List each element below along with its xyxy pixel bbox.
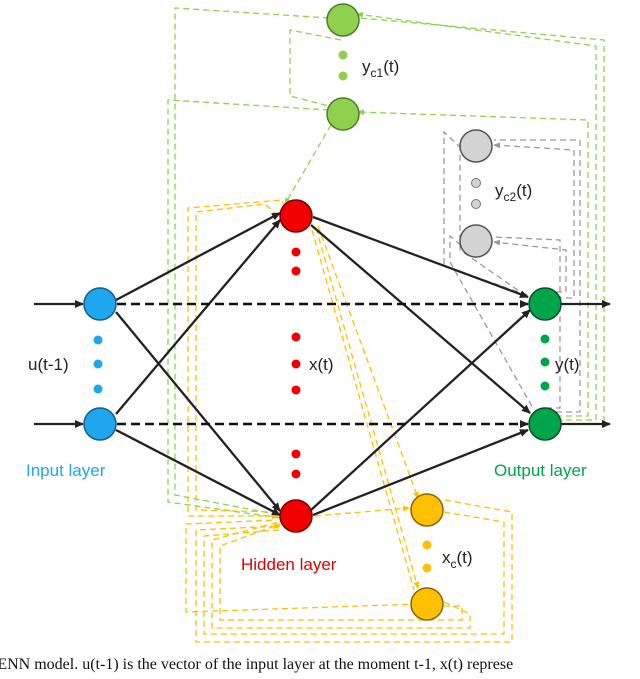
- figure-caption: l FENN model. u(t-1) is the vector of th…: [0, 656, 514, 673]
- ctx1-dot-2: [338, 71, 348, 81]
- edge-h1-out2: [310, 224, 531, 414]
- ctx2-node-2: [459, 224, 493, 258]
- input-dot-1: [93, 335, 103, 345]
- input-layer-nodes: [83, 287, 117, 441]
- hidden-layer-nodes: [279, 199, 313, 533]
- ctx2-label-sub: c2: [504, 190, 517, 204]
- hidden-dot-5: [291, 385, 301, 395]
- link-hidden-top-to-ctx-bottom: [315, 227, 420, 589]
- link-hidden-bottom-to-ctx-top: [314, 505, 410, 517]
- ctx2-node-1: [459, 129, 493, 163]
- ctxh-label-base: x: [442, 548, 451, 567]
- link-output-to-ctx1-top: [356, 11, 597, 421]
- ctx2-dot-2: [471, 199, 481, 209]
- ctx2-dot-1: [471, 178, 481, 188]
- ctxh-label-tail: (t): [457, 548, 473, 567]
- link-output-to-ctx1-top-b: [359, 17, 605, 425]
- output-node-2: [528, 407, 562, 441]
- link-ctx-bottom-loop-b: [219, 523, 463, 621]
- context-output1-label: yc1(t): [362, 57, 399, 80]
- context-hidden-label: xc(t): [442, 548, 473, 571]
- output-vector-label: y(t): [555, 355, 580, 374]
- link-output-to-ctx1-low: [357, 109, 589, 417]
- input-output-edges: [117, 300, 529, 428]
- link-ctx1-to-hidden-top: [284, 124, 332, 205]
- link-output-to-ctx2-top-b: [494, 139, 581, 413]
- ctx1-label-sub: c1: [371, 66, 384, 80]
- link-ctx1-chain: [289, 29, 342, 107]
- edge-in2-h1: [115, 219, 281, 415]
- input-dot-2: [93, 359, 103, 369]
- context-hidden-nodes: [410, 493, 444, 621]
- link-output-to-ctx2-low-b: [493, 236, 561, 409]
- ctxh-label-sub: c: [451, 557, 457, 571]
- link-ctx2-to-output-b: [449, 234, 535, 411]
- context-output2-label: yc2(t): [495, 181, 532, 204]
- ctx1-label-tail: (t): [383, 57, 399, 76]
- output-dot-2: [540, 357, 550, 367]
- context-output1-links: [167, 7, 605, 519]
- edge-in2-h2: [115, 428, 281, 517]
- output-layer-label: Output layer: [494, 461, 587, 480]
- hidden-output-edges: [310, 215, 531, 517]
- input-hidden-edges: [115, 211, 281, 517]
- output-layer-nodes: [528, 287, 562, 441]
- ctx1-node-2: [326, 97, 360, 131]
- edge-h2-out1: [310, 309, 531, 511]
- hidden-dot-7: [291, 469, 301, 479]
- input-node-1: [83, 287, 117, 321]
- output-dot-1: [540, 334, 550, 344]
- link-output-to-ctx2-top: [493, 142, 575, 299]
- context-hidden-links: [185, 199, 513, 643]
- link-ctx-to-hidden-top-a: [187, 199, 292, 519]
- edge-h1-out1: [312, 215, 529, 299]
- ctx2-label-tail: (t): [516, 181, 532, 200]
- link-ctx-bottom-side: [185, 519, 419, 613]
- output-dot-3: [540, 381, 550, 391]
- hidden-dot-1: [291, 247, 301, 257]
- link-ctx-top-loop-b: [203, 511, 505, 635]
- ctx1-node-1: [326, 3, 360, 37]
- hidden-node-1: [279, 199, 313, 233]
- link-ctx1-top-to-hidden: [174, 7, 330, 517]
- link-ctx1-left-route: [167, 99, 330, 519]
- ctx2-label-base: y: [495, 181, 504, 200]
- hidden-node-2: [279, 499, 313, 533]
- link-hidden-top-to-ctx-top: [317, 225, 419, 499]
- ctx1-dot-1: [338, 50, 348, 60]
- ctxh-node-1: [410, 493, 444, 527]
- hidden-dot-6: [291, 449, 301, 459]
- context-output1-nodes: [326, 3, 360, 131]
- edge-in1-h2: [115, 311, 281, 512]
- hidden-dot-3: [291, 332, 301, 342]
- ctxh-node-2: [410, 587, 444, 621]
- input-dot-3: [93, 384, 103, 394]
- link-hidden-top-to-ctx-bottom-b: [311, 229, 415, 591]
- ctxh-dot-1: [422, 540, 432, 550]
- ctxh-dot-2: [422, 563, 432, 573]
- input-node-2: [83, 407, 117, 441]
- external-arrows: [34, 300, 611, 428]
- context-output2-nodes: [459, 129, 493, 258]
- ctx1-label-base: y: [362, 57, 371, 76]
- hidden-dot-4: [291, 359, 301, 369]
- link-output-to-ctx2-low: [493, 239, 567, 293]
- link-ctx-bottom-loop: [211, 521, 471, 629]
- edge-h2-out2: [312, 428, 529, 517]
- input-vector-label: u(t-1): [28, 355, 69, 374]
- input-layer-label: Input layer: [26, 461, 106, 480]
- edge-in1-h1: [115, 211, 281, 302]
- output-node-1: [528, 287, 562, 321]
- hidden-vector-label: x(t): [309, 355, 334, 374]
- link-ctx-top-loop: [195, 499, 513, 643]
- hidden-layer-label: Hidden layer: [241, 555, 337, 574]
- hidden-dot-2: [291, 266, 301, 276]
